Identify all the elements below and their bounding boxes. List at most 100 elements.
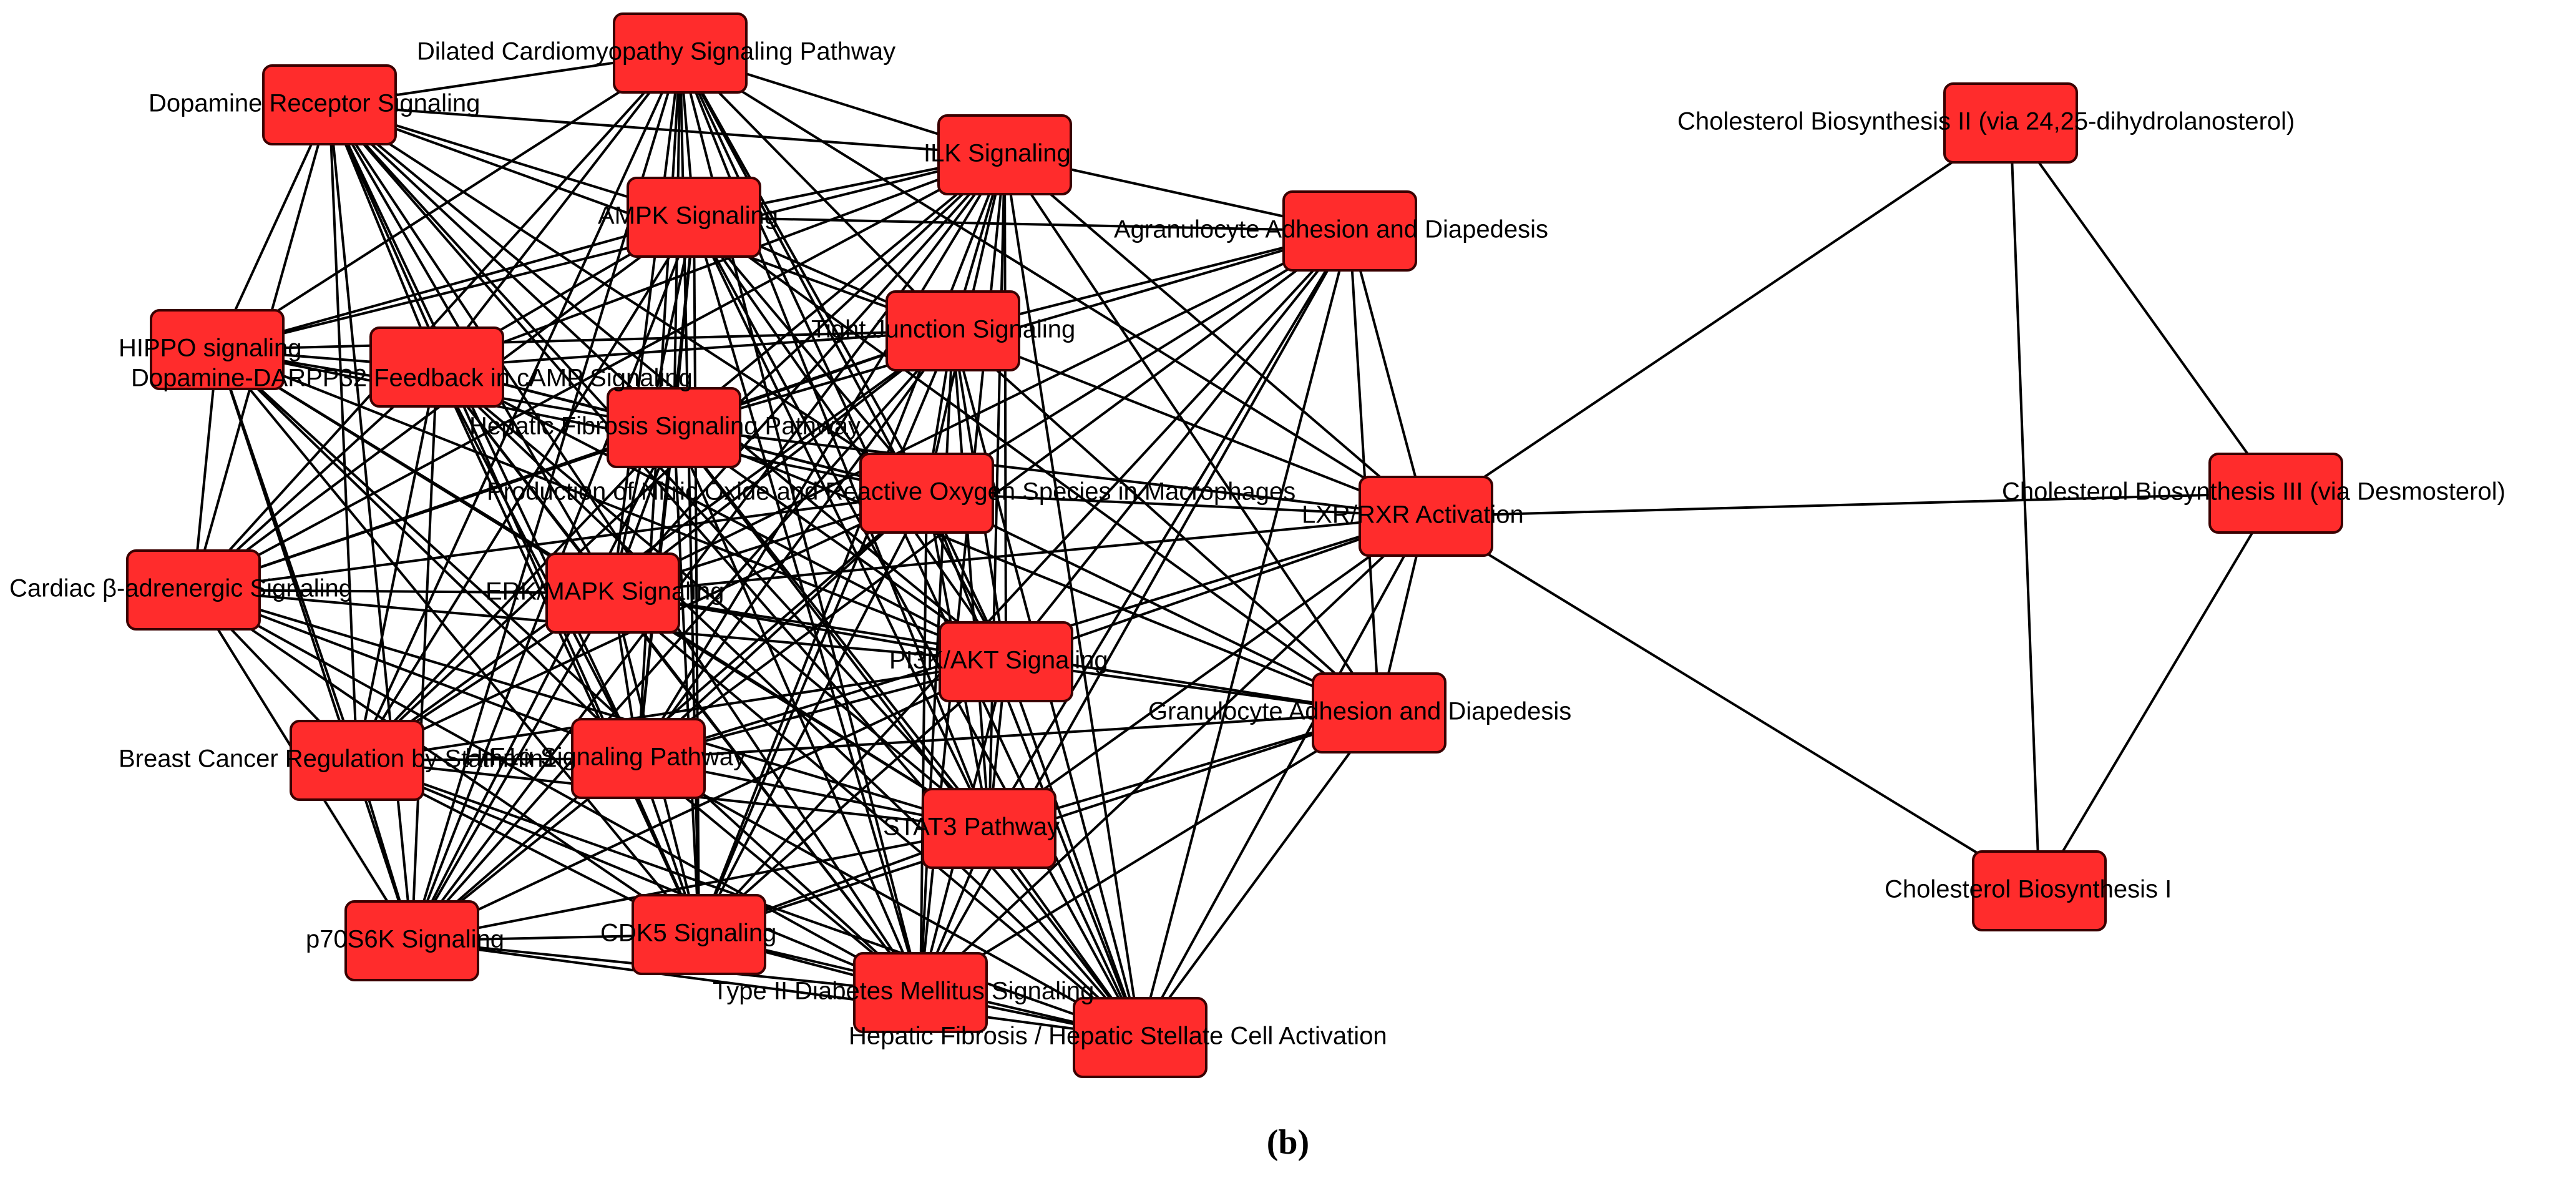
edge-hfsp-cardiac	[193, 426, 675, 591]
node-ampk[interactable]	[627, 177, 761, 258]
edge-agranulocyte-erk	[612, 230, 1350, 594]
node-pi3k[interactable]	[939, 621, 1073, 702]
node-label-ilk: ILK Signaling	[924, 140, 1071, 167]
node-dilated[interactable]	[613, 12, 748, 94]
edge-ilk-hippo	[217, 154, 1005, 351]
node-box-p70[interactable]	[344, 900, 479, 981]
node-box-lxr[interactable]	[1359, 476, 1493, 557]
edge-hfsp-brca	[356, 426, 675, 762]
node-cardiac[interactable]	[126, 549, 261, 631]
node-p70[interactable]	[344, 900, 479, 981]
edge-hfsp-p70	[411, 427, 675, 941]
edge-ros-lxr	[926, 492, 1427, 518]
node-ros[interactable]	[859, 453, 994, 534]
edge-granulocyte-hsc	[1139, 712, 1380, 1039]
edge-ros-cardiac	[193, 492, 927, 591]
edge-hfsp-granulocyte	[673, 426, 1380, 714]
node-box-darpp[interactable]	[369, 326, 504, 408]
edge-agranulocyte-granulocyte	[1349, 230, 1380, 714]
node-box-ros[interactable]	[859, 453, 994, 534]
edge-ampk-ros	[693, 216, 928, 494]
node-lxr[interactable]	[1359, 476, 1493, 557]
node-box-stat3[interactable]	[922, 788, 1056, 869]
node-ilk[interactable]	[937, 114, 1072, 195]
edge-darpp-pi3k	[436, 366, 1007, 663]
edge-cardiac-t2d	[193, 589, 921, 994]
node-chol1[interactable]	[1972, 850, 2107, 931]
edge-chol2-chol1	[2009, 122, 2041, 891]
edge-dopamine-darpp	[328, 104, 438, 368]
node-erk[interactable]	[545, 552, 680, 634]
node-box-hfsp[interactable]	[607, 387, 741, 468]
edge-hfsp-hsc	[673, 426, 1141, 1039]
node-stat3[interactable]	[922, 788, 1056, 869]
node-label-dopamine: Dopamine Receptor Signaling	[149, 90, 480, 117]
node-chol2[interactable]	[1943, 82, 2078, 164]
edge-hfsp-lxr	[673, 426, 1427, 518]
node-label-tight: Tight Junction Signaling	[811, 316, 1075, 343]
node-label-t2d: Type II Diabetes Mellitus Signaling	[713, 978, 1094, 1005]
node-darpp[interactable]	[369, 326, 504, 408]
node-box-ilk[interactable]	[937, 114, 1072, 195]
edge-cardiac-cdk5	[192, 589, 700, 936]
node-box-agranulocyte[interactable]	[1282, 190, 1417, 272]
figure-caption: (b)	[1267, 1123, 1309, 1162]
node-box-pi3k[interactable]	[939, 621, 1073, 702]
edge-darpp-stat3	[436, 366, 990, 830]
node-label-lxr: LXR/RXR Activation	[1302, 501, 1524, 529]
node-box-dopamine[interactable]	[262, 64, 397, 145]
node-hippo[interactable]	[150, 309, 285, 390]
node-agranulocyte[interactable]	[1282, 190, 1417, 272]
node-box-dilated[interactable]	[613, 12, 748, 94]
node-box-brca[interactable]	[290, 720, 424, 801]
node-brca[interactable]	[290, 720, 424, 801]
edge-hippo-pi3k	[217, 348, 1007, 663]
node-hsc[interactable]	[1073, 997, 1208, 1078]
edge-ilk-lxr	[1003, 154, 1427, 518]
edge-agranulocyte-hsc	[1139, 230, 1351, 1038]
node-label-cdk5: CDK5 Signaling	[600, 920, 776, 947]
node-box-chol2[interactable]	[1943, 82, 2078, 164]
node-box-cardiac[interactable]	[126, 549, 261, 631]
node-label-hif: HIF1α Signaling Pathway	[465, 744, 746, 771]
node-box-ampk[interactable]	[627, 177, 761, 258]
edge-lxr-erk	[612, 515, 1427, 594]
node-hfsp[interactable]	[607, 387, 741, 468]
node-chol3[interactable]	[2208, 453, 2343, 534]
node-label-chol1: Cholesterol Biosynthesis I	[1885, 876, 2172, 903]
node-box-hif[interactable]	[571, 718, 706, 799]
node-box-erk[interactable]	[545, 552, 680, 634]
edge-darpp-hif	[436, 366, 640, 759]
edge-erk-p70	[411, 592, 614, 942]
node-box-hippo[interactable]	[150, 309, 285, 390]
node-box-hsc[interactable]	[1073, 997, 1208, 1078]
nodes-layer: Dilated Cardiomyopathy Signaling Pathway…	[9, 12, 2505, 1078]
edge-tight-darpp	[436, 330, 954, 368]
node-granulocyte[interactable]	[1312, 672, 1447, 753]
edge-dopamine-t2d	[328, 104, 922, 994]
node-t2d[interactable]	[853, 952, 988, 1033]
edge-hippo-ros	[217, 348, 927, 494]
edge-lxr-t2d	[919, 515, 1427, 994]
edge-ilk-pi3k	[1003, 154, 1007, 662]
node-box-chol1[interactable]	[1972, 850, 2107, 931]
edge-tight-cdk5	[698, 330, 954, 935]
node-box-granulocyte[interactable]	[1312, 672, 1447, 753]
node-dopamine[interactable]	[262, 64, 397, 145]
edge-agranulocyte-stat3	[988, 230, 1351, 830]
node-box-tight[interactable]	[886, 290, 1020, 371]
node-box-chol3[interactable]	[2208, 453, 2343, 534]
node-box-cdk5[interactable]	[632, 894, 766, 975]
edge-brca-t2d	[356, 759, 921, 994]
edge-lxr-hsc	[1139, 516, 1427, 1038]
node-cdk5[interactable]	[632, 894, 766, 975]
edge-dilated-lxr	[679, 52, 1427, 518]
edge-ros-p70	[411, 492, 928, 942]
node-hif[interactable]	[571, 718, 706, 799]
edge-ilk-hif	[637, 154, 1006, 760]
node-tight[interactable]	[886, 290, 1020, 371]
node-label-hfsp: Hepatic Fibrosis Signaling Pathway	[469, 413, 861, 440]
node-box-t2d[interactable]	[853, 952, 988, 1033]
edge-cardiac-erk	[193, 589, 613, 594]
